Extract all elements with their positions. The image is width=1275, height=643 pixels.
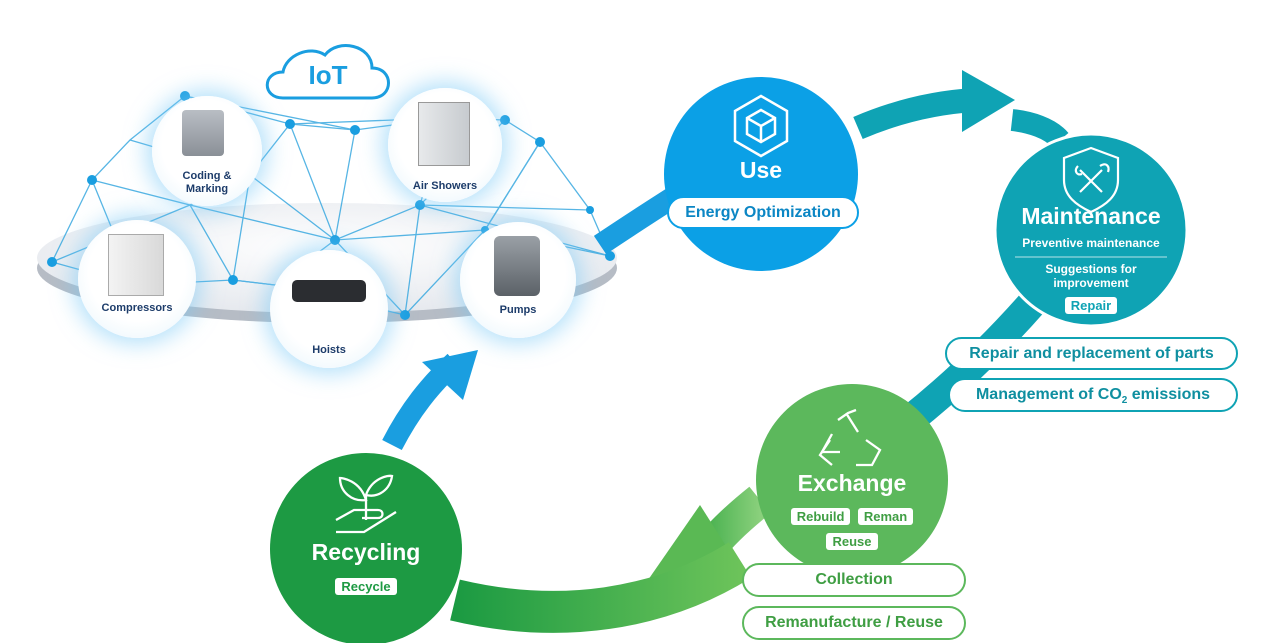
plant-hand-icon bbox=[335, 474, 397, 534]
maintenance-sub-preventive: Preventive maintenance bbox=[1022, 236, 1160, 250]
device-label: Compressors bbox=[101, 302, 173, 314]
compressor-icon bbox=[108, 234, 164, 296]
co2-management-pill[interactable]: Management of CO2 emissions bbox=[948, 378, 1238, 412]
repair-replacement-pill[interactable]: Repair and replacement of parts bbox=[945, 337, 1238, 370]
hoist-icon bbox=[292, 280, 366, 302]
exchange-title: Exchange bbox=[797, 470, 907, 496]
pump-icon bbox=[494, 236, 540, 296]
maintenance-title: Maintenance bbox=[1021, 203, 1161, 229]
remanufacture-reuse-pill[interactable]: Remanufacture / Reuse bbox=[742, 606, 966, 640]
reman-tag: Reman bbox=[857, 508, 914, 525]
arrow-bottom-arc bbox=[450, 542, 752, 633]
printer-icon bbox=[182, 110, 224, 156]
recycling-title: Recycling bbox=[311, 539, 421, 565]
reuse-tag: Reuse bbox=[826, 533, 878, 550]
arrow-use-to-maintenance bbox=[853, 88, 976, 140]
rebuild-tag: Rebuild bbox=[790, 508, 851, 525]
co2-subscript: 2 bbox=[1121, 395, 1128, 407]
cabinet-icon bbox=[418, 102, 470, 166]
use-title: Use bbox=[739, 157, 783, 183]
device-coding-marking[interactable]: Coding & Marking bbox=[152, 96, 262, 206]
device-air-showers[interactable]: Air Showers bbox=[388, 88, 502, 202]
co2-text-a: Management of CO bbox=[975, 386, 1122, 403]
cube-icon bbox=[733, 94, 789, 158]
repair-tag: Repair bbox=[1064, 297, 1118, 314]
device-label: Coding & Marking bbox=[182, 170, 232, 195]
energy-optimization-pill[interactable]: Energy Optimization bbox=[667, 196, 859, 229]
shield-wrench-icon bbox=[1062, 146, 1120, 214]
co2-text-b: emissions bbox=[1127, 386, 1211, 403]
device-compressors[interactable]: Compressors bbox=[78, 220, 196, 338]
arrow-iot-to-use bbox=[593, 188, 678, 255]
device-pumps[interactable]: Pumps bbox=[460, 222, 576, 338]
iot-label: IoT bbox=[308, 60, 348, 90]
recycle-icon bbox=[818, 408, 882, 467]
device-hoists[interactable]: Hoists bbox=[270, 250, 388, 368]
cloud-icon bbox=[265, 44, 390, 100]
device-label: Air Showers bbox=[412, 180, 478, 192]
recycle-tag: Recycle bbox=[335, 578, 397, 595]
device-label: Hoists bbox=[312, 344, 346, 356]
arrow-use-to-maintenance-tail bbox=[1010, 109, 1069, 148]
maintenance-sub-suggestions: Suggestions for improvement bbox=[1045, 262, 1137, 290]
collection-pill[interactable]: Collection bbox=[742, 563, 966, 597]
device-label: Pumps bbox=[499, 304, 537, 316]
